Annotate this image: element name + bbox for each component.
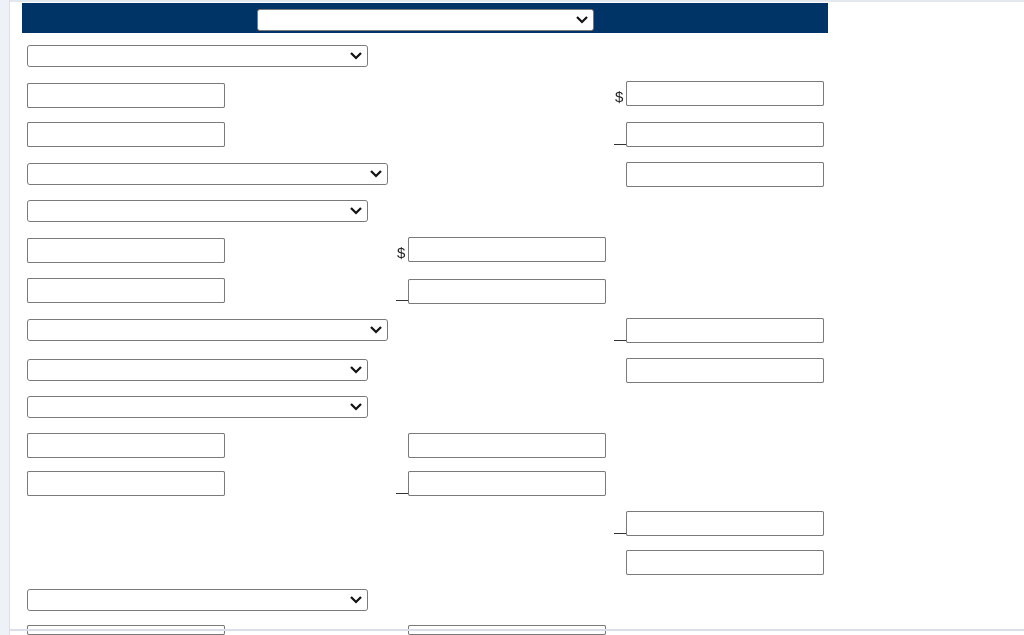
amount-input-right-4[interactable] (626, 318, 824, 343)
chevron-down-icon (350, 207, 362, 215)
account-select-6[interactable] (27, 396, 368, 418)
account-name-input-6[interactable] (27, 471, 225, 496)
chevron-down-icon (350, 366, 362, 374)
subtotal-underline (396, 493, 408, 494)
bottom-divider (10, 629, 1024, 631)
account-select-2[interactable] (27, 163, 388, 185)
amount-input-middle-3[interactable] (408, 433, 606, 458)
chevron-down-icon (370, 326, 382, 334)
chevron-down-icon (370, 170, 382, 178)
amount-input-middle-4[interactable] (408, 471, 606, 496)
account-name-input-4[interactable] (27, 278, 225, 303)
chevron-down-icon (576, 16, 588, 24)
account-select-5[interactable] (27, 359, 368, 381)
currency-symbol: $ (397, 245, 406, 262)
amount-input-right-3[interactable] (626, 162, 824, 187)
currency-symbol: $ (615, 89, 624, 106)
account-name-input-2[interactable] (27, 122, 225, 147)
chevron-down-icon (350, 596, 362, 604)
account-select-3[interactable] (27, 200, 368, 222)
amount-input-right-1[interactable] (626, 81, 824, 106)
chevron-down-icon (350, 403, 362, 411)
subtotal-underline (614, 533, 626, 534)
header-title-select[interactable] (257, 9, 594, 31)
left-border (0, 0, 10, 635)
amount-input-right-2[interactable] (626, 122, 824, 147)
amount-input-right-6[interactable] (626, 511, 824, 536)
account-name-input-1[interactable] (27, 83, 225, 108)
amount-input-right-7[interactable] (626, 550, 824, 575)
account-select-7[interactable] (27, 589, 368, 611)
subtotal-underline (614, 144, 626, 145)
account-select-1[interactable] (27, 45, 368, 67)
subtotal-underline (396, 300, 408, 301)
subtotal-underline (614, 340, 626, 341)
amount-input-middle-1[interactable] (408, 237, 606, 262)
account-name-input-5[interactable] (27, 433, 225, 458)
amount-input-right-5[interactable] (626, 358, 824, 383)
account-select-4[interactable] (27, 319, 388, 341)
amount-input-middle-2[interactable] (408, 279, 606, 304)
chevron-down-icon (350, 52, 362, 60)
top-divider (10, 0, 1024, 2)
account-name-input-3[interactable] (27, 238, 225, 263)
